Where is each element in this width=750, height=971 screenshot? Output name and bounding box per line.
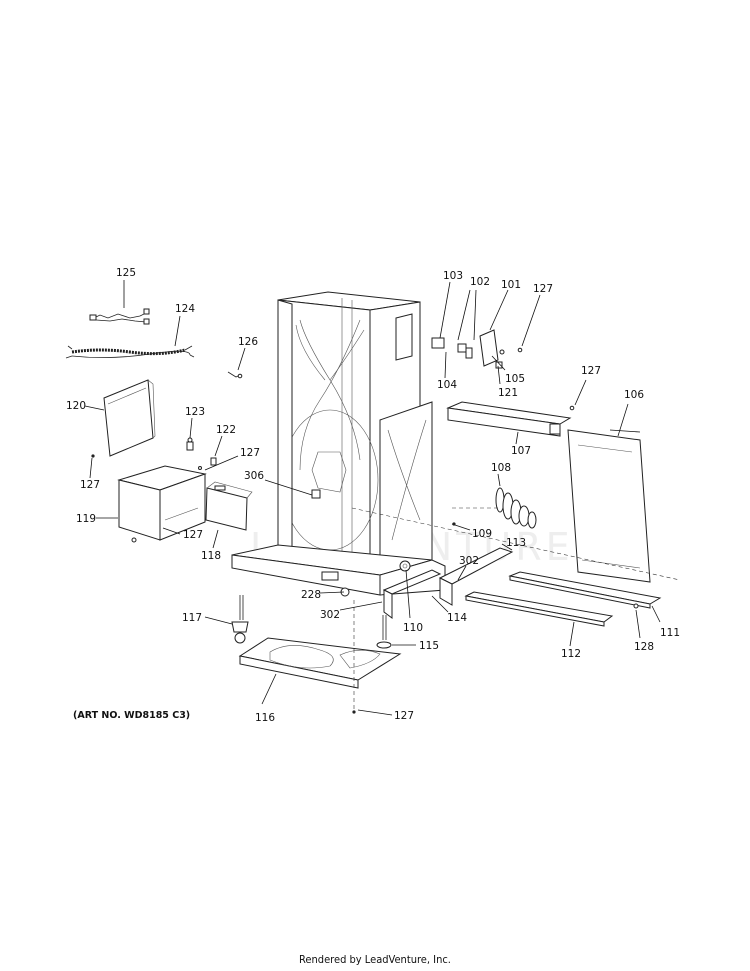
callout-118: 118	[201, 550, 221, 562]
callout-105: 105	[505, 373, 525, 385]
callout-110: 110	[403, 622, 423, 634]
callout-127-c: 127	[183, 529, 203, 541]
callout-108: 108	[491, 462, 511, 474]
main-cabinet	[231, 291, 446, 596]
wire-harness-125	[89, 308, 150, 325]
callout-104: 104	[437, 379, 457, 391]
fastener-dots	[91, 454, 456, 714]
callout-126: 126	[238, 336, 258, 348]
callout-127-b: 127	[240, 447, 260, 459]
assembly-lines	[351, 507, 681, 712]
callout-127-a: 127	[80, 479, 100, 491]
callout-302-a: 302	[459, 555, 479, 567]
callout-112: 112	[561, 648, 581, 660]
callout-113: 113	[506, 537, 526, 549]
valve-parts	[431, 329, 575, 411]
callout-120: 120	[66, 400, 86, 412]
legs-feet	[231, 587, 392, 649]
callout-119: 119	[76, 513, 96, 525]
parts-123-122	[186, 437, 217, 470]
wire-harness-124	[65, 345, 195, 359]
callout-306: 306	[244, 470, 264, 482]
callout-122: 122	[216, 424, 236, 436]
cover-118	[205, 481, 253, 531]
callout-124: 124	[175, 303, 195, 315]
callout-127-f: 127	[394, 710, 414, 722]
callout-128: 128	[634, 641, 654, 653]
clip-126	[227, 371, 243, 379]
callout-116: 116	[255, 712, 275, 724]
callout-labels: 125 124 126 120 127 123 122 127 306 119 …	[66, 267, 680, 724]
callout-302-b: 302	[320, 609, 340, 621]
footer-credit: Rendered by LeadVenture, Inc.	[299, 953, 451, 966]
callout-121: 121	[498, 387, 518, 399]
callout-103: 103	[443, 270, 463, 282]
callout-111: 111	[660, 627, 680, 639]
callout-115: 115	[419, 640, 439, 652]
callout-114: 114	[447, 612, 467, 624]
control-box-119	[117, 465, 207, 543]
bellows-108	[495, 487, 537, 529]
callout-102: 102	[470, 276, 490, 288]
callout-106: 106	[624, 389, 644, 401]
callout-127-e: 127	[581, 365, 601, 377]
callout-127-d: 127	[533, 283, 553, 295]
callout-107: 107	[511, 445, 531, 457]
callout-101: 101	[501, 279, 521, 291]
base-pan-116	[238, 637, 402, 689]
panel-120	[103, 379, 156, 457]
callout-123: 123	[185, 406, 205, 418]
callout-109: 109	[472, 528, 492, 540]
callout-228: 228	[301, 589, 321, 601]
art-number: (ART NO. WD8185 C3)	[73, 710, 191, 721]
callout-117: 117	[182, 612, 202, 624]
callout-125: 125	[116, 267, 136, 279]
right-parts	[382, 401, 662, 627]
leader-lines	[84, 280, 661, 716]
